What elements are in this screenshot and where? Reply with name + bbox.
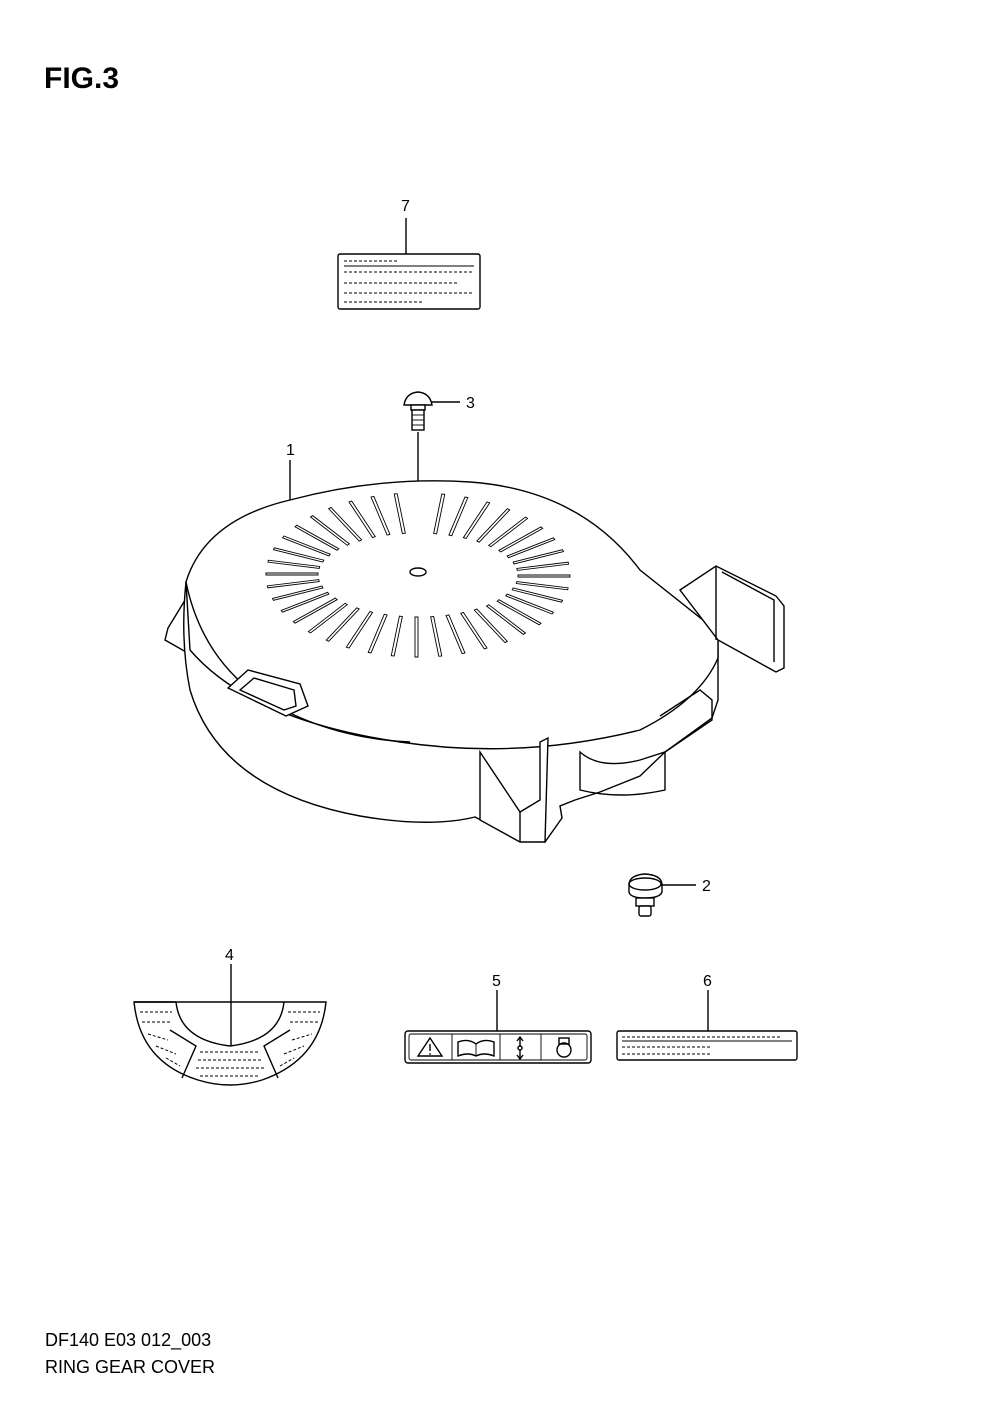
vent-slot: [512, 549, 565, 565]
callout-5: 5: [492, 973, 501, 990]
manual-book-icon: [457, 1039, 495, 1058]
callout-7: 7: [401, 198, 410, 215]
vent-slot: [462, 501, 491, 540]
vent-slot: [393, 493, 406, 535]
part-2-grommet: [628, 873, 696, 917]
part-5-warning-label: [404, 990, 592, 1064]
vent-slot: [511, 587, 564, 603]
vent-slot: [485, 604, 527, 635]
vent-slot: [348, 500, 376, 539]
vent-slot: [515, 581, 569, 591]
diagram-name: RING GEAR COVER: [45, 1357, 216, 1377]
vent-slot: [448, 496, 469, 537]
diagram-code: DF140 E03 012_003: [45, 1330, 212, 1350]
vent-slot: [267, 559, 321, 569]
vent-slot: [292, 597, 338, 624]
up-down-arrow-icon: [516, 1035, 524, 1061]
callout-3: 3: [466, 395, 475, 412]
cylinder-icon: [556, 1037, 572, 1058]
vent-slot: [345, 610, 374, 649]
part-4-half-ring-pad: [133, 964, 327, 1086]
vent-slot: [473, 608, 509, 644]
vent-slot: [414, 616, 419, 658]
vent-slot: [325, 607, 360, 642]
vent-slot: [309, 515, 351, 546]
vent-slot: [433, 493, 446, 535]
callout-1: 1: [286, 442, 295, 459]
vent-slot: [460, 611, 488, 650]
part-6-label: [616, 990, 798, 1061]
vent-slot: [271, 585, 324, 601]
vent-slot: [370, 495, 391, 536]
vent-slot: [266, 579, 320, 589]
vent-slot: [367, 613, 388, 654]
vent-slot: [280, 591, 330, 613]
part-7-label: [337, 218, 481, 310]
callout-6: 6: [703, 973, 712, 990]
part-1-ring-gear-cover: [164, 460, 785, 843]
vent-slot: [390, 615, 403, 657]
warning-triangle-icon: [416, 1036, 444, 1057]
vent-slot: [272, 547, 325, 563]
vent-slot: [487, 516, 529, 548]
vent-slot: [265, 572, 319, 576]
vent-slot: [327, 506, 363, 542]
vent-slot: [294, 524, 340, 551]
callout-2: 2: [702, 878, 711, 895]
vent-slots: [265, 493, 571, 658]
vent-slot: [496, 599, 542, 626]
figure-title: FIG.3: [44, 62, 120, 95]
vent-slot: [505, 593, 555, 615]
vent-slot: [516, 561, 570, 571]
vent-slot: [506, 537, 556, 559]
vent-slot: [430, 615, 443, 657]
vent-slot: [517, 574, 571, 578]
vent-slot: [445, 614, 466, 655]
vent-slot: [281, 535, 331, 557]
vent-slot: [476, 508, 511, 543]
vent-slot: [307, 602, 349, 634]
callout-4: 4: [225, 947, 234, 964]
vent-slot: [498, 526, 544, 553]
